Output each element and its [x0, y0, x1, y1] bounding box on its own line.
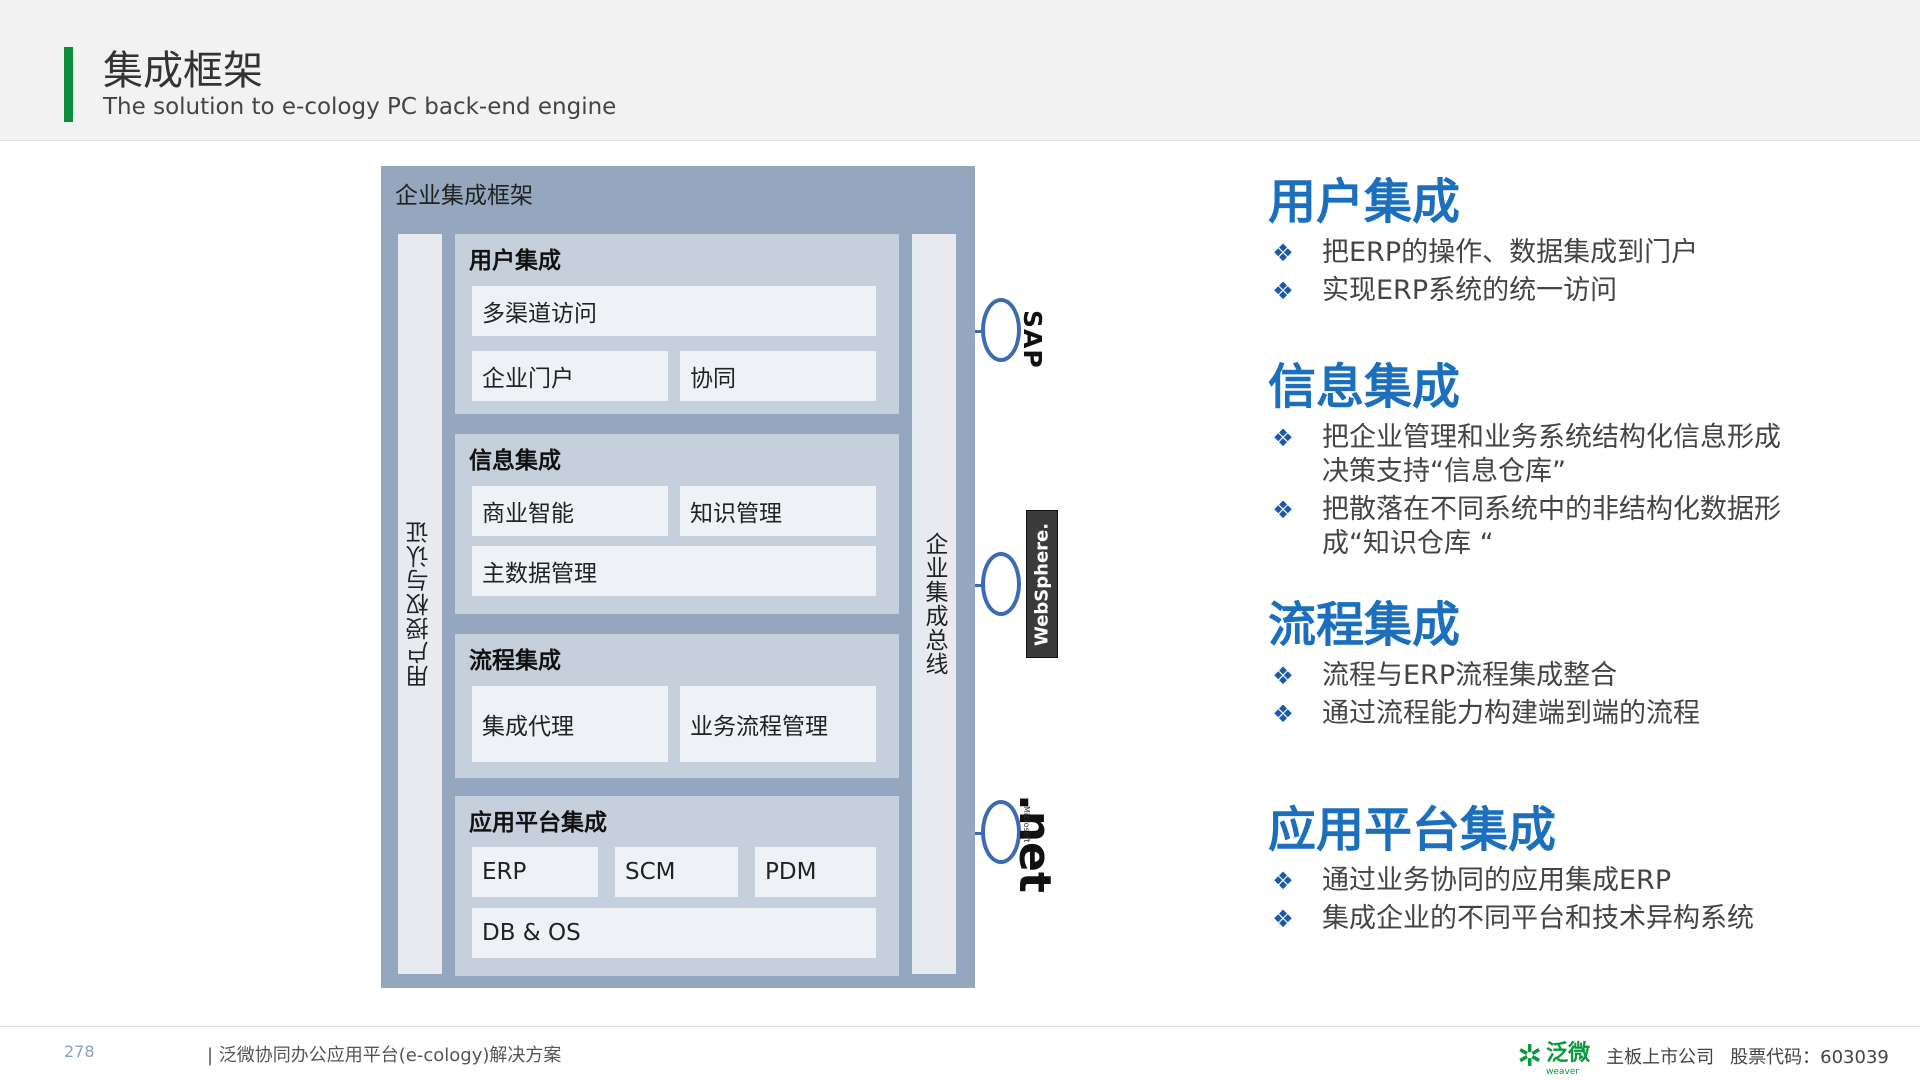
cell-integration-agent: 集成代理: [472, 686, 668, 762]
weaver-logo-icon: ✲: [1517, 1038, 1543, 1074]
section-user-integration: 用户集成 多渠道访问 企业门户 协同: [455, 234, 899, 414]
bullet-text: 把ERP的操作、数据集成到门户: [1322, 237, 1699, 268]
auth-column-label: 用户授权与认证: [407, 520, 433, 688]
microsoft-label: Microsoft: [1022, 806, 1031, 843]
bullet-text: 通过流程能力构建端到端的流程: [1322, 698, 1700, 729]
topic-bullet: ❖ 把ERP的操作、数据集成到门户: [1268, 236, 1698, 270]
topic-bullet: ❖ 流程与ERP流程集成整合: [1268, 659, 1700, 693]
section-title: 信息集成: [469, 448, 561, 474]
bullet-text: 把散落在不同系统中的非结构化数据形成“知识仓库 “: [1322, 494, 1781, 559]
footer-brand: ✲ 泛微 weaver 主板上市公司 股票代码：603039: [1517, 1035, 1889, 1078]
dotnet-logo: .net: [1009, 794, 1060, 893]
cell-multichannel-access: 多渠道访问: [472, 286, 876, 336]
topic-title: 用户集成: [1268, 174, 1461, 230]
topic-user-integration: 用户集成 ❖ 把ERP的操作、数据集成到门户 ❖ 实现ERP系统的统一访问: [1268, 172, 1698, 308]
bullet-text: 流程与ERP流程集成整合: [1322, 660, 1618, 691]
bullet-text: 通过业务协同的应用集成ERP: [1322, 865, 1672, 896]
page-number: 278: [64, 1042, 95, 1061]
section-title: 用户集成: [469, 248, 561, 274]
diamond-bullet-icon: ❖: [1272, 905, 1294, 933]
diamond-bullet-icon: ❖: [1272, 277, 1294, 305]
auth-column: 用户授权与认证: [398, 234, 442, 974]
weaver-logo-name: 泛微: [1546, 1041, 1591, 1066]
topic-title: 信息集成: [1268, 359, 1461, 415]
topic-bullet: ❖ 通过业务协同的应用集成ERP: [1268, 864, 1754, 898]
page-title: 集成框架: [103, 48, 263, 94]
cell-enterprise-portal: 企业门户: [472, 351, 668, 401]
section-process-integration: 流程集成 集成代理 业务流程管理: [455, 634, 899, 778]
footer-title: | 泛微协同办公应用平台(e-cology)解决方案: [207, 1045, 562, 1066]
sap-connector: [981, 298, 1021, 362]
bullet-text: 实现ERP系统的统一访问: [1322, 275, 1618, 306]
topic-bullet: ❖ 集成企业的不同平台和技术异构系统: [1268, 902, 1754, 936]
diamond-bullet-icon: ❖: [1272, 496, 1294, 524]
websphere-connector: [981, 552, 1021, 616]
section-title: 流程集成: [469, 648, 561, 674]
topic-information-integration: 信息集成 ❖ 把企业管理和业务系统结构化信息形成决策支持“信息仓库” ❖ 把散落在不…: [1268, 357, 1788, 561]
topic-bullet: ❖ 把散落在不同系统中的非结构化数据形成“知识仓库 “: [1268, 493, 1788, 561]
diamond-bullet-icon: ❖: [1272, 424, 1294, 452]
weaver-logo: ✲ 泛微 weaver: [1517, 1035, 1591, 1078]
page-subtitle: The solution to e-cology PC back-end eng…: [103, 94, 617, 120]
sap-logo: SAP: [1018, 310, 1047, 369]
websphere-logo-text: WebSphere.: [1031, 522, 1053, 646]
cell-knowledge-management: 知识管理: [680, 486, 876, 536]
company-note: 主板上市公司: [1606, 1047, 1715, 1068]
cell-master-data-management: 主数据管理: [472, 546, 876, 596]
websphere-logo: WebSphere.: [1026, 510, 1058, 658]
cell-scm: SCM: [615, 847, 738, 897]
topic-title: 流程集成: [1268, 597, 1461, 653]
section-information-integration: 信息集成 商业智能 知识管理 主数据管理: [455, 434, 899, 614]
topic-bullet: ❖ 把企业管理和业务系统结构化信息形成决策支持“信息仓库”: [1268, 421, 1788, 489]
cell-erp: ERP: [472, 847, 598, 897]
cell-db-os: DB & OS: [472, 908, 876, 958]
topic-title: 应用平台集成: [1268, 802, 1557, 858]
topic-process-integration: 流程集成 ❖ 流程与ERP流程集成整合 ❖ 通过流程能力构建端到端的流程: [1268, 595, 1700, 731]
page-header: 集成框架 The solution to e-cology PC back-en…: [0, 0, 1920, 141]
enterprise-bus-label: 企业集成总线: [921, 532, 947, 676]
diamond-bullet-icon: ❖: [1272, 867, 1294, 895]
weaver-logo-sub: weaver: [1546, 1067, 1580, 1077]
integration-framework-diagram: 企业集成框架 用户授权与认证 企业集成总线 用户集成 多渠道访问 企业门户 协同…: [381, 166, 975, 988]
diamond-bullet-icon: ❖: [1272, 662, 1294, 690]
footer-divider: [0, 1026, 1920, 1027]
cell-pdm: PDM: [755, 847, 876, 897]
header-accent-bar: [64, 47, 73, 122]
topic-bullet: ❖ 实现ERP系统的统一访问: [1268, 274, 1698, 308]
topic-bullet: ❖ 通过流程能力构建端到端的流程: [1268, 697, 1700, 731]
bullet-text: 把企业管理和业务系统结构化信息形成决策支持“信息仓库”: [1322, 422, 1781, 487]
section-application-platform-integration: 应用平台集成 ERP SCM PDM DB & OS: [455, 796, 899, 976]
diamond-bullet-icon: ❖: [1272, 239, 1294, 267]
bullet-text: 集成企业的不同平台和技术异构系统: [1322, 903, 1754, 934]
stock-code: 股票代码：603039: [1730, 1047, 1889, 1068]
section-title: 应用平台集成: [469, 810, 607, 836]
cell-collaboration: 协同: [680, 351, 876, 401]
cell-business-process-management: 业务流程管理: [680, 686, 876, 762]
topic-application-platform-integration: 应用平台集成 ❖ 通过业务协同的应用集成ERP ❖ 集成企业的不同平台和技术异构系统: [1268, 800, 1754, 936]
dotnet-connector: [981, 800, 1021, 864]
diamond-bullet-icon: ❖: [1272, 700, 1294, 728]
framework-title: 企业集成框架: [395, 183, 533, 209]
enterprise-bus-column: 企业集成总线: [912, 234, 956, 974]
cell-business-intelligence: 商业智能: [472, 486, 668, 536]
